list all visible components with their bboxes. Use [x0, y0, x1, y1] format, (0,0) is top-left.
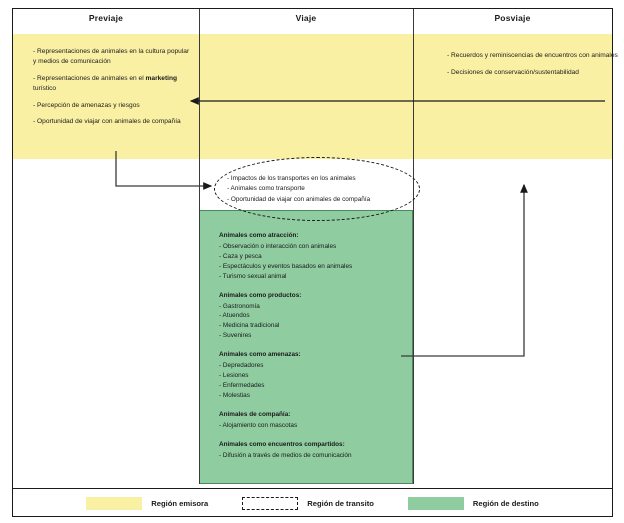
destino-group-item: - Caza y pesca: [219, 252, 262, 260]
column-header-viaje: Viaje: [295, 13, 317, 23]
column-header-row: Previaje Viaje Posviaje: [13, 9, 612, 34]
destino-group: Animales como atracción: - Observación o…: [219, 231, 415, 282]
destino-group-list: Animales como atracción: - Observación o…: [219, 231, 415, 461]
destino-group-title: Animales como productos:: [219, 291, 302, 299]
legend-item-transito: Región de transito: [242, 496, 374, 510]
region-destino-block: [199, 210, 413, 484]
posviaje-item: - Recuerdos y reminiscencias de encuentr…: [447, 52, 618, 59]
posviaje-item-list: - Recuerdos y reminiscencias de encuentr…: [447, 51, 619, 78]
destino-group-item: - Suvenires: [219, 332, 252, 340]
destino-group-item: - Atuendos: [219, 312, 250, 320]
legend-item-destino: Región de destino: [407, 496, 539, 510]
region-emisora-band: [13, 34, 612, 159]
legend-separator: [13, 488, 612, 489]
legend-label-transito: Región de transito: [307, 498, 374, 508]
destino-group-item: - Turismo sexual animal: [219, 272, 287, 280]
transito-item-list: - Impactos de los transportes en los ani…: [227, 174, 417, 205]
legend: Región emisora Región de transito Región…: [13, 488, 612, 518]
destino-group: Animales como amenazas: - Depredadores -…: [219, 350, 415, 401]
previaje-item: - Oportunidad de viajar con animales de …: [33, 118, 181, 126]
destino-group: Animales como encuentros compartidos: - …: [219, 440, 415, 461]
column-divider-1: [199, 9, 200, 484]
transito-item: - Oportunidad de viajar con animales de …: [227, 195, 371, 203]
destino-group-item: - Observación o interacción con animales: [219, 242, 337, 250]
transito-item: - Animales como transporte: [227, 185, 305, 193]
legend-item-emisora: Región emisora: [86, 496, 209, 510]
diagram-frame: Previaje Viaje Posviaje - Representacion…: [12, 8, 618, 518]
marketing-bold: marketing: [145, 74, 178, 82]
legend-swatch-transito: [242, 496, 299, 510]
transito-item: - Impactos de los transportes en los ani…: [227, 175, 356, 182]
destino-group-item: - Gastronomía: [219, 302, 260, 310]
legend-label-destino: Región de destino: [472, 498, 539, 508]
posviaje-item: - Decisiones de conservación/sustentabil…: [447, 68, 579, 76]
legend-swatch-destino: [407, 496, 464, 510]
destino-group-item: - Depredadores: [219, 362, 264, 370]
destino-group-item: - Difusión a través de medios de comunic…: [219, 451, 352, 459]
destino-group-title: Animales como encuentros compartidos:: [219, 440, 345, 448]
destino-group-title: Animales como atracción:: [219, 232, 299, 239]
destino-group-title: Animales como amenazas:: [219, 351, 301, 359]
destino-group-item: - Alojamiento con mascotas: [219, 421, 298, 429]
destino-group-item: - Medicina tradicional: [219, 322, 280, 330]
destino-group-title: Animales de compañía:: [219, 410, 291, 418]
column-header-posviaje: Posviaje: [494, 13, 531, 23]
legend-swatch-emisora: [86, 496, 143, 510]
destino-group-item: - Espectáculos y eventos basados en anim…: [219, 262, 353, 270]
column-header-previaje: Previaje: [88, 13, 124, 23]
destino-group-item: - Enfermedades: [219, 381, 265, 389]
previaje-item-list: - Representaciones de animales en la cul…: [33, 47, 193, 127]
destino-group-item: - Lesiones: [219, 372, 249, 380]
arrow-destino-to-posviaje: [401, 183, 528, 357]
destino-group-item: - Molestias: [219, 391, 250, 399]
previaje-item: - Percepción de amenazas y riesgos: [33, 101, 140, 109]
previaje-item-marketing-prefix: - Representaciones de animales en el: [33, 74, 144, 82]
previaje-item-marketing: - Representaciones de animales en el mar…: [33, 74, 193, 94]
destino-group: Animales como productos: - Gastronomía -…: [219, 291, 415, 342]
destino-group: Animales de compañía: - Alojamiento con …: [219, 410, 415, 431]
previaje-item: - Representaciones de animales en la cul…: [33, 48, 190, 65]
legend-label-emisora: Región emisora: [151, 498, 209, 508]
marketing-rest: turístico: [33, 84, 57, 92]
